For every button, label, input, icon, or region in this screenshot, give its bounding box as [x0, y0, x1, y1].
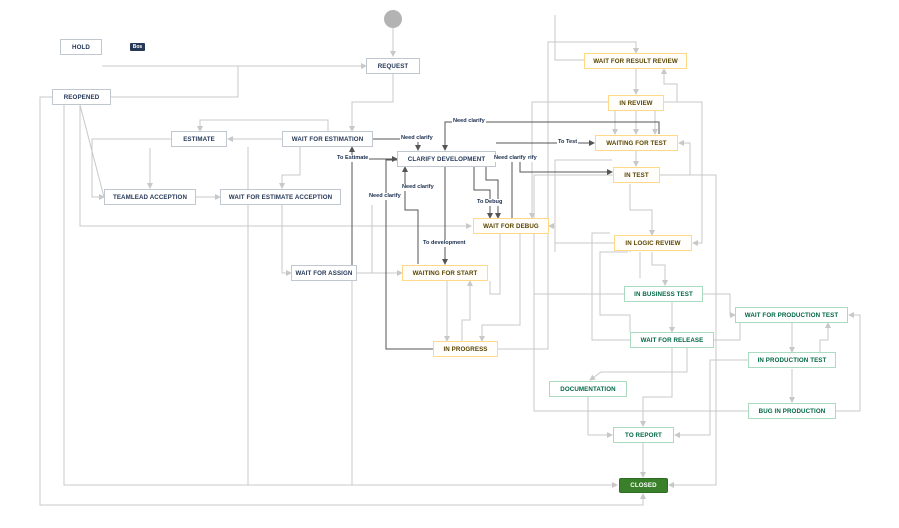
- transition-label-to-debug[interactable]: To Debug: [476, 199, 504, 206]
- status-hold[interactable]: HOLD: [60, 39, 102, 55]
- transition-label-need-clarify[interactable]: Need clarify: [400, 135, 434, 142]
- transition-label-need-clarify[interactable]: Need clarify: [493, 155, 527, 162]
- status-documentation[interactable]: DOCUMENTATION: [549, 381, 627, 397]
- status-reopened[interactable]: REOPENED: [52, 89, 111, 105]
- status-clarify-development[interactable]: CLARIFY DEVELOPMENT: [397, 151, 496, 167]
- transition-label-need-clarify[interactable]: Need clarify: [368, 193, 402, 200]
- status-closed[interactable]: CLOSED: [619, 478, 668, 493]
- status-wait-for-estimate-acception[interactable]: WAIT FOR ESTIMATE ACCEPTION: [220, 189, 341, 205]
- status-bug-in-production[interactable]: BUG IN PRODUCTION: [748, 403, 836, 419]
- transition-label-to-estimate[interactable]: To Estimate: [336, 155, 370, 162]
- status-in-production-test[interactable]: IN PRODUCTION TEST: [748, 352, 836, 368]
- status-wait-for-release[interactable]: WAIT FOR RELEASE: [630, 332, 714, 348]
- status-in-test[interactable]: IN TEST: [613, 167, 660, 183]
- transition-label-rify[interactable]: rify: [527, 155, 538, 162]
- status-wait-for-debug[interactable]: WAIT FOR DEBUG: [473, 218, 549, 234]
- status-in-review[interactable]: IN REVIEW: [608, 95, 664, 111]
- status-estimate[interactable]: ESTIMATE: [171, 131, 227, 147]
- status-in-business-test[interactable]: IN BUSINESS TEST: [624, 286, 703, 302]
- status-waiting-for-test[interactable]: WAITING FOR TEST: [595, 135, 678, 151]
- transition-label-to-test[interactable]: To Test: [557, 139, 579, 146]
- transition-label-to-development[interactable]: To development: [422, 240, 467, 247]
- status-teamlead-acception[interactable]: TEAMLEAD ACCEPTION: [104, 189, 196, 205]
- status-wait-for-assign[interactable]: WAIT FOR ASSIGN: [291, 265, 357, 281]
- status-in-progress[interactable]: IN PROGRESS: [433, 341, 498, 357]
- status-to-report[interactable]: TO REPORT: [613, 427, 674, 443]
- status-request[interactable]: REQUEST: [366, 58, 420, 74]
- start-node: [384, 10, 402, 28]
- status-wait-for-result-review[interactable]: WAIT FOR RESULT REVIEW: [584, 53, 687, 69]
- status-waiting-for-start[interactable]: WAITING FOR START: [402, 265, 488, 281]
- status-in-logic-review[interactable]: IN LOGIC REVIEW: [614, 235, 692, 251]
- status-wait-for-estimation[interactable]: WAIT FOR ESTIMATION: [282, 131, 373, 147]
- transition-label-need-clarify[interactable]: Need clarify: [452, 118, 486, 125]
- transition-label-need-clarify[interactable]: Need clarify: [401, 184, 435, 191]
- status-wait-for-production-test[interactable]: WAIT FOR PRODUCTION TEST: [735, 307, 848, 323]
- hold-badge: Bos: [130, 43, 145, 51]
